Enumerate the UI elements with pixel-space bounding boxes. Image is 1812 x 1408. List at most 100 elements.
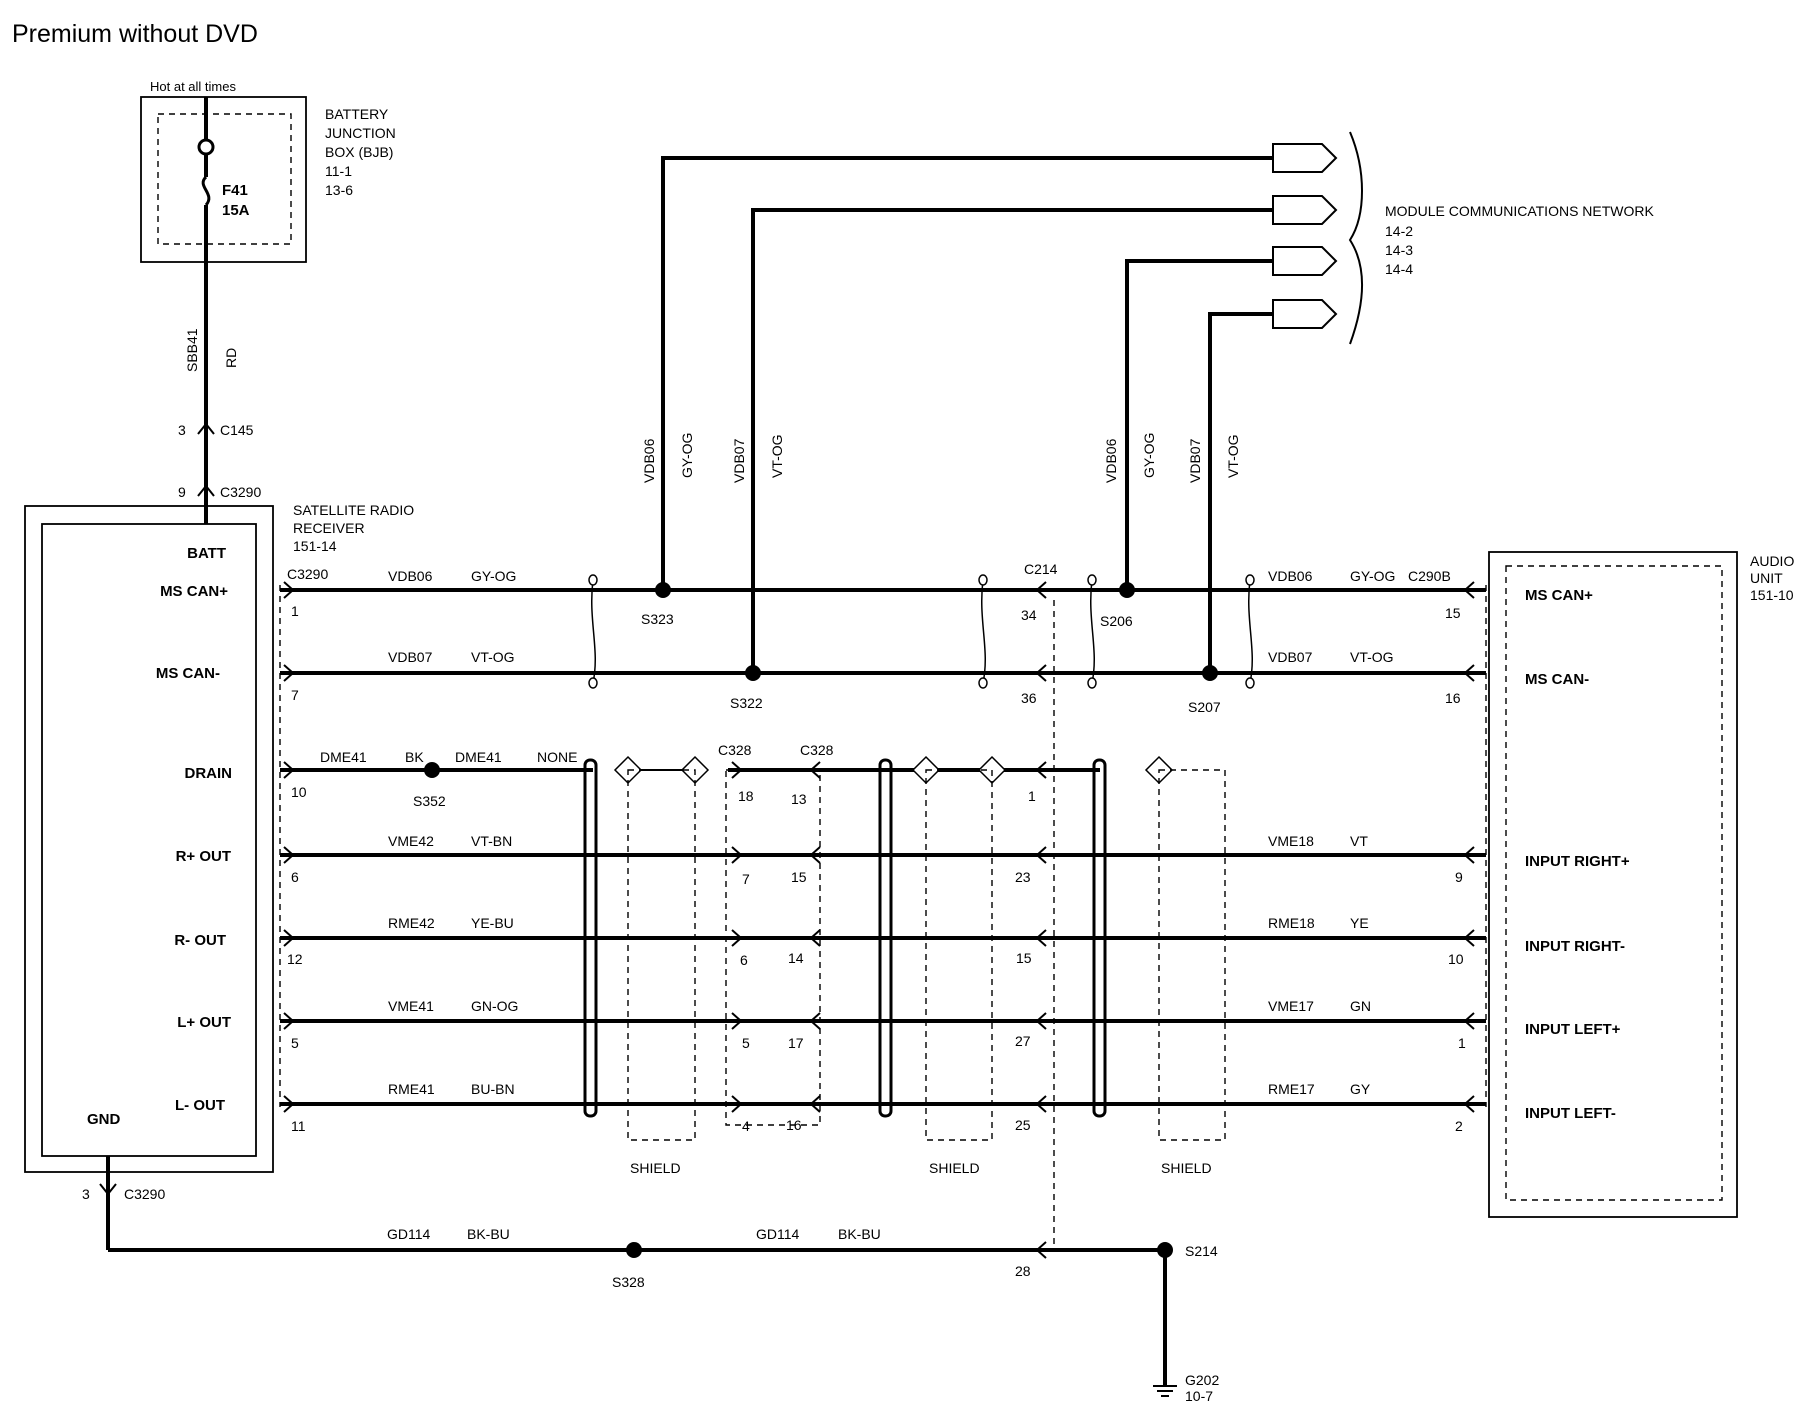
wire-row-l-plus-out: 5 VME41 GN-OG 5 17 27 VME17 GN 1 xyxy=(280,998,1486,1051)
wire-color: VT-BN xyxy=(471,833,512,849)
wire-pin: 9 xyxy=(1455,869,1463,885)
wire-color: YE xyxy=(1350,915,1369,931)
network-ref: 14-2 xyxy=(1385,223,1413,239)
audio-pin-input-right-plus: INPUT RIGHT+ xyxy=(1525,853,1630,870)
wire-circuit: VME18 xyxy=(1268,833,1314,849)
wire-pin: 25 xyxy=(1015,1117,1031,1133)
riser-circuit: VDB06 xyxy=(641,438,657,483)
wire-circuit: VDB07 xyxy=(1268,649,1313,665)
wire-pin: 15 xyxy=(1445,605,1461,621)
ground-wire-color: BK-BU xyxy=(467,1226,510,1242)
ground-symbol-icon xyxy=(1153,1385,1177,1397)
fuse-name: F41 xyxy=(222,182,248,199)
wire-pin: 34 xyxy=(1021,607,1037,623)
wire-color: VT-OG xyxy=(1350,649,1394,665)
ground-wire-circuit: GD114 xyxy=(756,1226,800,1242)
c328-label: C328 xyxy=(800,742,834,758)
wire-color: VT xyxy=(1350,833,1368,849)
splice-s323 xyxy=(655,582,671,598)
wire-color: GY xyxy=(1350,1081,1371,1097)
receiver-pin-gnd: GND xyxy=(87,1111,121,1128)
diagram-title: Premium without DVD xyxy=(12,20,258,48)
wire-circuit: DME41 xyxy=(320,749,367,765)
riser-circuit: VDB06 xyxy=(1103,438,1119,483)
audio-pin-ms-can-plus: MS CAN+ xyxy=(1525,587,1593,604)
wire-circuit: RME18 xyxy=(1268,915,1315,931)
splice-label: S323 xyxy=(641,611,674,627)
riser-color: VT-OG xyxy=(769,434,785,478)
receiver-pin-drain: DRAIN xyxy=(185,765,233,782)
wire-circuit: VDB06 xyxy=(388,568,433,584)
network-connector-icon xyxy=(1272,246,1338,276)
shield-label: SHIELD xyxy=(630,1160,681,1176)
wire-pin: 2 xyxy=(1455,1118,1463,1134)
shield-regions: SHIELD SHIELD SHIELD xyxy=(627,600,1226,1250)
c3290-label: C3290 xyxy=(287,566,328,582)
wire-pin: 36 xyxy=(1021,690,1037,706)
wire-row-r-plus-out: 6 VME42 VT-BN 7 15 23 VME18 VT 9 xyxy=(280,833,1486,887)
ground-circuit: 3 C3290 GD114 BK-BU GD114 BK-BU S328 28 … xyxy=(82,1156,1219,1404)
network-connector-icon xyxy=(1272,299,1338,329)
riser-circuit: VDB07 xyxy=(731,438,747,483)
network-connector-icon xyxy=(1272,195,1338,225)
wire-color: GY-OG xyxy=(471,568,516,584)
wire-circuit: VME42 xyxy=(388,833,434,849)
splice-label: S322 xyxy=(730,695,763,711)
receiver-pin-r-minus-out: R- OUT xyxy=(174,932,226,949)
wire-pin: 5 xyxy=(742,1035,750,1051)
wire-color: YE-BU xyxy=(471,915,514,931)
splice-s322 xyxy=(745,665,761,681)
network-name: MODULE COMMUNICATIONS NETWORK xyxy=(1385,203,1655,219)
wire-row-l-minus-out: 11 RME41 BU-BN 4 16 25 RME17 GY 2 xyxy=(280,1081,1486,1134)
c214-label: C214 xyxy=(1024,561,1058,577)
riser-color: GY-OG xyxy=(679,433,695,478)
wire-circuit: DME41 xyxy=(455,749,502,765)
receiver-pin-l-plus-out: L+ OUT xyxy=(177,1014,231,1031)
wire-color: VT-OG xyxy=(471,649,515,665)
receiver-name-line: RECEIVER xyxy=(293,520,365,536)
splice-s206 xyxy=(1119,582,1135,598)
fuse-terminal-icon xyxy=(197,138,215,156)
wire-pin: 1 xyxy=(1458,1035,1466,1051)
receiver-pin-ms-can-plus: MS CAN+ xyxy=(160,583,228,600)
wire-pin: 16 xyxy=(1445,690,1461,706)
wire-pin: 7 xyxy=(291,687,299,703)
wire-circuit: VDB06 xyxy=(1268,568,1313,584)
wire-circuit: RME17 xyxy=(1268,1081,1315,1097)
splice-label: S206 xyxy=(1100,613,1133,629)
splice-label: S328 xyxy=(612,1274,645,1290)
wire-pin: 13 xyxy=(791,791,807,807)
riser-color: VT-OG xyxy=(1225,434,1241,478)
wire-color: GY-OG xyxy=(1350,568,1395,584)
c3290-gnd-pin: 3 xyxy=(82,1186,90,1202)
wire-pin: 6 xyxy=(291,869,299,885)
wire-pin: 10 xyxy=(291,784,307,800)
c3290-batt-pin: 9 xyxy=(178,484,186,500)
ground-wire-circuit: GD114 xyxy=(387,1226,431,1242)
riser-color: GY-OG xyxy=(1141,433,1157,478)
wire-pin: 28 xyxy=(1015,1263,1031,1279)
shield-bundles xyxy=(583,758,1107,1118)
wire-pin: 4 xyxy=(742,1118,750,1134)
wire-circuit: RME41 xyxy=(388,1081,435,1097)
c290b-label: C290B xyxy=(1408,568,1451,584)
audio-pin-ms-can-minus: MS CAN- xyxy=(1525,671,1589,688)
wire-pin: 17 xyxy=(788,1035,804,1051)
splice-label: S214 xyxy=(1185,1243,1218,1259)
audio-pin-input-right-minus: INPUT RIGHT- xyxy=(1525,938,1625,955)
c328-label: C328 xyxy=(718,742,752,758)
twisted-pair-markers xyxy=(588,574,1255,689)
wire-pin: 27 xyxy=(1015,1033,1031,1049)
battery-wire-color: RD xyxy=(223,348,239,368)
bjb-name-line: BATTERY xyxy=(325,106,389,122)
wire-pin: 12 xyxy=(287,951,303,967)
wire-circuit: VME41 xyxy=(388,998,434,1014)
network-connector-icon xyxy=(1272,143,1338,173)
wire-color: BK xyxy=(405,749,424,765)
bjb-name-line: BOX (BJB) xyxy=(325,144,393,160)
